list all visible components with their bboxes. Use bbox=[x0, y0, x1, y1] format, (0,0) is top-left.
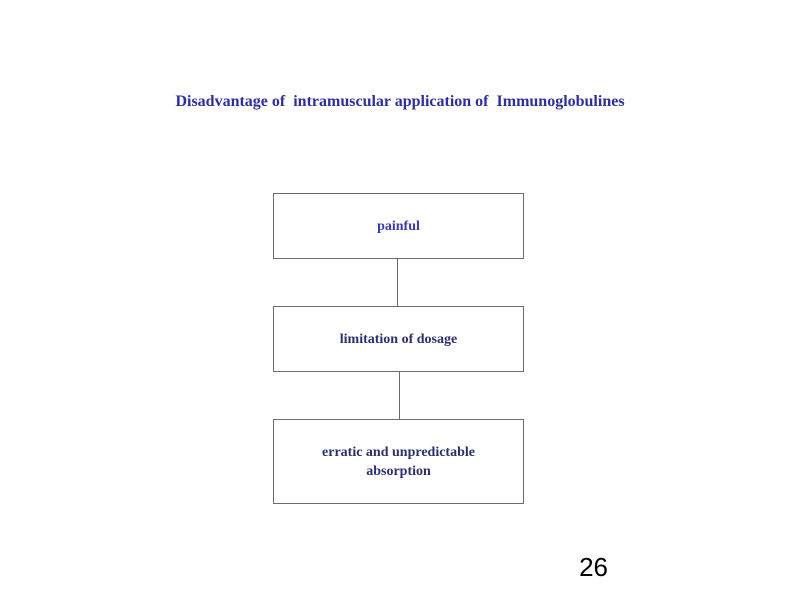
flow-box-painful: painful bbox=[273, 193, 524, 259]
page-number: 26 bbox=[579, 552, 608, 582]
connector-line bbox=[399, 372, 400, 419]
flow-box-label: painful bbox=[377, 218, 420, 234]
connector-line bbox=[397, 259, 398, 306]
flow-box-limitation-of-dosage: limitation of dosage bbox=[273, 306, 524, 372]
flow-box-label: limitation of dosage bbox=[339, 331, 458, 347]
flow-box-label: erratic and unpredictable absorption bbox=[322, 444, 475, 479]
slide-title: Disadvantage of intramuscular applicatio… bbox=[175, 93, 625, 110]
flow-box-erratic-absorption: erratic and unpredictable absorption bbox=[273, 419, 524, 504]
